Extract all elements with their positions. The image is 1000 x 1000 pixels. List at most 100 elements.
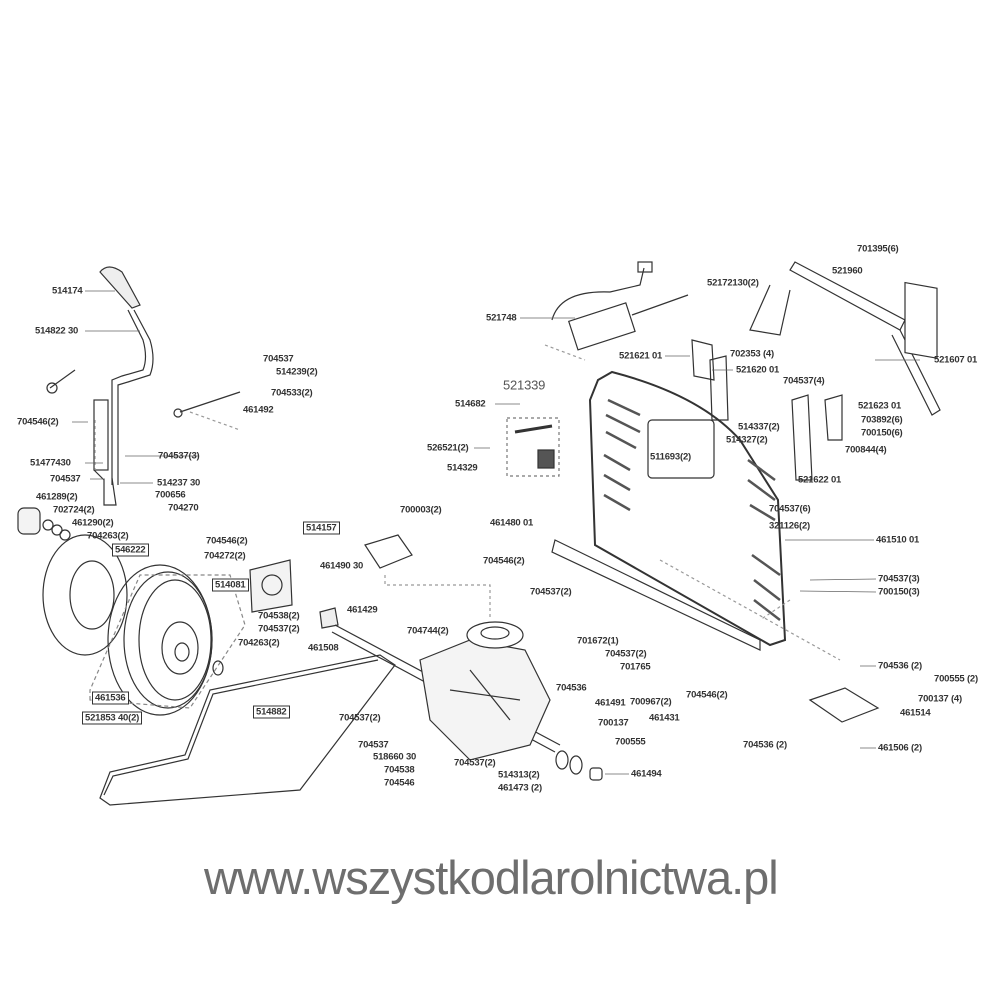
part-number-label: 704546: [384, 777, 415, 789]
part-number-label: 514313(2): [498, 769, 540, 781]
part-number-label: 321126(2): [769, 520, 810, 532]
part-number-label: 461492: [243, 404, 274, 416]
part-number-label: 514237 30: [157, 477, 201, 489]
washers: [555, 750, 603, 781]
part-number-label: 514337(2): [738, 421, 780, 433]
part-number-label: 704537(2): [454, 757, 496, 769]
wheel: [89, 564, 246, 716]
part-number-label: 704744(2): [407, 625, 449, 637]
part-number-label: 704537(4): [783, 375, 825, 387]
part-number-label: 704537(2): [258, 623, 300, 635]
part-number-label: 704536: [556, 682, 587, 694]
part-number-label: 700003(2): [400, 504, 442, 516]
part-number-label: 700555 (2): [934, 673, 978, 685]
axle-and-transaxle: [319, 607, 561, 761]
part-number-label: 704546(2): [17, 416, 59, 428]
part-number-label: 461289(2): [36, 491, 78, 503]
part-number-label: 461429: [347, 604, 378, 616]
part-number-label: 704546(2): [483, 555, 525, 567]
part-number-label: 704538: [384, 764, 415, 776]
cover-plate: [364, 534, 413, 569]
part-number-label: 51477430: [30, 457, 71, 469]
part-number-label: 704537(6): [769, 503, 811, 515]
actuator: [551, 261, 689, 351]
part-number-label: 461494: [631, 768, 662, 780]
part-number-label: 704537(2): [339, 712, 381, 724]
part-number-label: 700150(6): [861, 427, 903, 439]
part-number-label: 702353 (4): [730, 348, 774, 360]
cable-rod: [173, 391, 241, 418]
part-number-label: 518660 30: [373, 751, 417, 763]
part-number-label: 701765: [620, 661, 651, 673]
leader-lines: [72, 290, 920, 775]
part-number-label: 700656: [155, 489, 186, 501]
bearing-bracket: [249, 559, 293, 613]
part-number-label: 461473 (2): [498, 782, 542, 794]
part-number-label: 704546(2): [686, 689, 728, 701]
part-number-label: 704263(2): [87, 530, 129, 542]
part-number-label: 704537(3): [158, 450, 200, 462]
part-number-label: 701395(6): [857, 243, 899, 255]
part-number-label: 461490 30: [320, 560, 364, 572]
shift-lever: [46, 266, 154, 506]
part-number-label: 521748: [486, 312, 517, 324]
part-number-label: 461431: [649, 712, 680, 724]
assembly-guides: [94, 344, 841, 661]
part-number-label: 700844(4): [845, 444, 887, 456]
part-number-label: 704537(2): [605, 648, 647, 660]
part-number-label: 521853 40(2): [82, 711, 143, 725]
part-number-label: 514327(2): [726, 434, 768, 446]
part-number-label: 461508: [308, 642, 339, 654]
part-number-label: 521622 01: [798, 474, 842, 486]
seat-panel: [588, 370, 787, 647]
part-number-label: 461480 01: [490, 517, 534, 529]
watermark: www.wszystkodlarolnictwa.pl: [204, 851, 779, 904]
part-number-label: 514329: [447, 462, 478, 474]
part-number-label: 704537: [358, 739, 389, 751]
part-number-label: 704537: [263, 353, 294, 365]
part-number-label: 521960: [832, 265, 863, 277]
part-number-label: 704537(3): [878, 573, 920, 585]
frame-bar: [551, 539, 761, 651]
part-number-label: 701672(1): [577, 635, 619, 647]
part-number-label: 700967(2): [630, 696, 672, 708]
part-number-label: 461506 (2): [878, 742, 922, 754]
part-number-label: 704272(2): [204, 550, 246, 562]
part-number-label: 704546(2): [206, 535, 248, 547]
part-number-label: 703892(6): [861, 414, 903, 426]
part-number-label: 526521(2): [427, 442, 469, 454]
part-number-label: 704538(2): [258, 610, 300, 622]
part-number-label: 52172130(2): [707, 277, 759, 289]
part-number-label: 521620 01: [736, 364, 780, 376]
part-number-label: 704536 (2): [878, 660, 922, 672]
part-number-label: 704533(2): [271, 387, 313, 399]
part-number-label: 702724(2): [53, 504, 95, 516]
part-number-label: 461536: [92, 691, 129, 705]
part-number-label: 700137: [598, 717, 629, 729]
part-number-label: 704263(2): [238, 637, 280, 649]
part-number-label: 521607 01: [934, 354, 978, 366]
part-number-label: 514081: [212, 578, 249, 592]
drive-belt: [99, 654, 396, 806]
part-number-label: 700555: [615, 736, 646, 748]
part-number-label: 461510 01: [876, 534, 920, 546]
part-number-label: 514174: [52, 285, 83, 297]
part-number-label: 546222: [112, 543, 149, 557]
part-number-label: 704537(2): [530, 586, 572, 598]
part-number-label: 704536 (2): [743, 739, 787, 751]
part-number-label: 514882: [253, 705, 290, 719]
part-number-label: 700150(3): [878, 586, 920, 598]
part-number-label: 514157: [303, 521, 340, 535]
part-number-label: 704270: [168, 502, 199, 514]
part-number-label: 461290(2): [72, 517, 114, 529]
part-number-label: 521623 01: [858, 400, 902, 412]
part-number-label: 521339: [503, 377, 546, 393]
part-number-label: 461491: [595, 697, 626, 709]
hub-parts: [17, 507, 71, 541]
part-number-label: 461514: [900, 707, 931, 719]
part-number-label: 511693(2): [650, 451, 691, 463]
foot-plate: [808, 687, 880, 723]
brackets: [691, 339, 843, 481]
part-number-label: 521621 01: [619, 350, 663, 362]
